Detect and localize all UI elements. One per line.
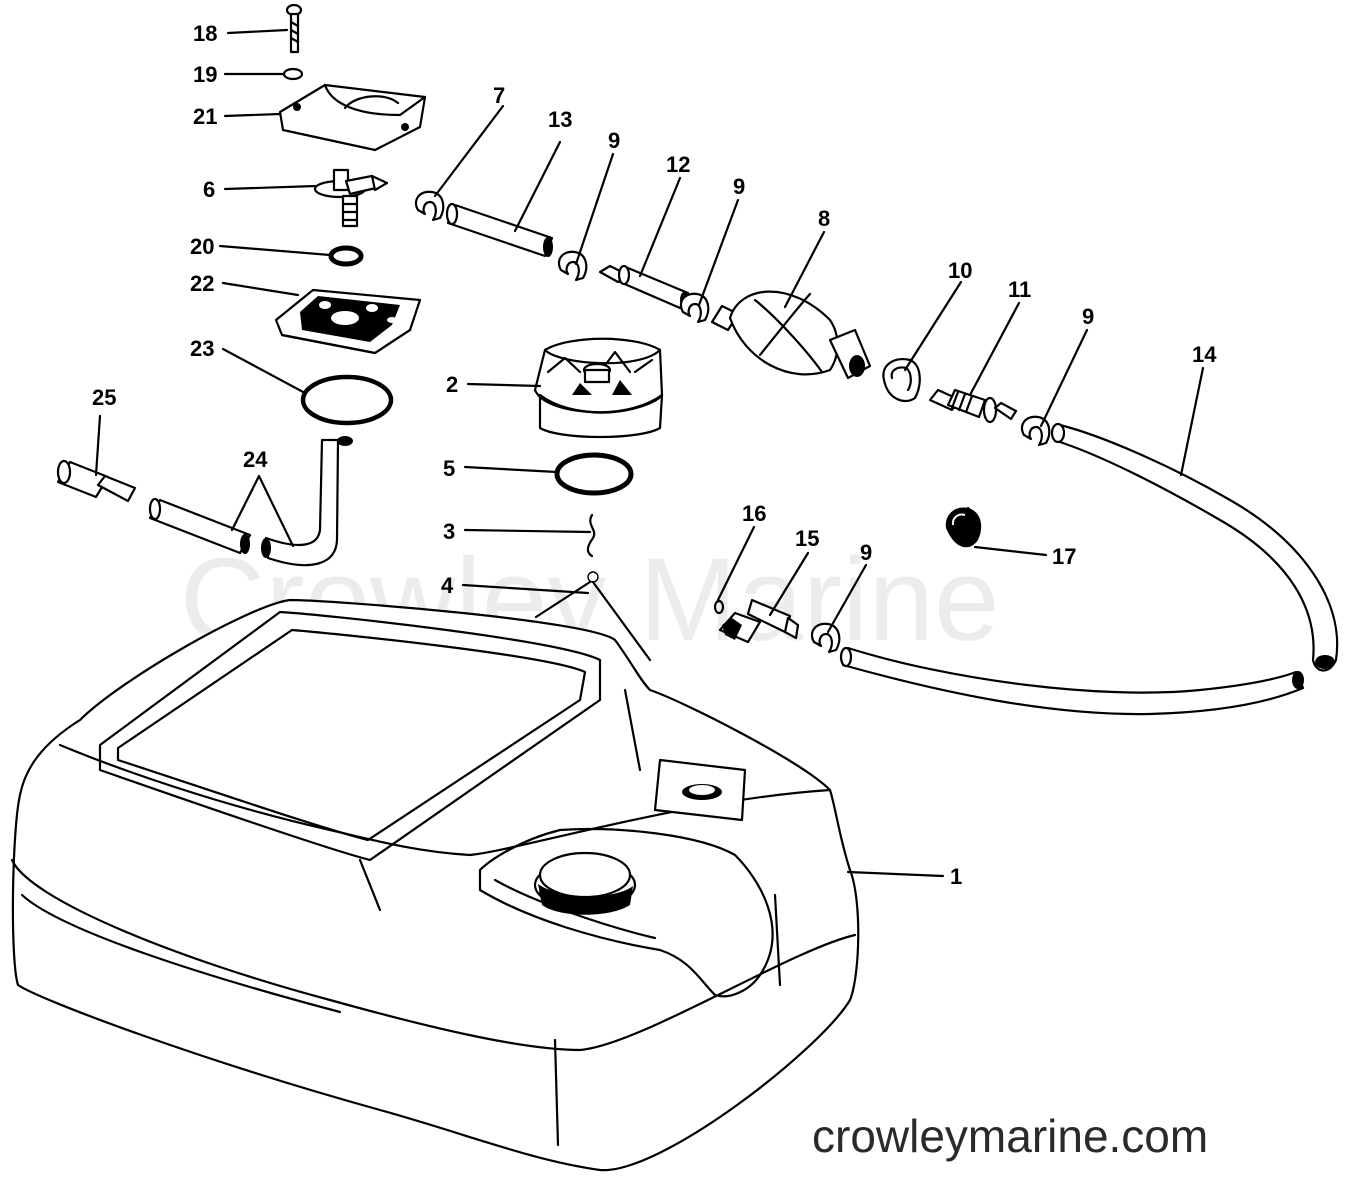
callout-4: 4 — [441, 573, 454, 598]
clamp-cover[interactable] — [278, 83, 427, 152]
callout-3: 3 — [443, 519, 455, 544]
fuel-tank[interactable] — [10, 598, 860, 1172]
callout-2: 2 — [446, 372, 458, 397]
callout-14: 14 — [1192, 342, 1217, 367]
callout-15: 15 — [795, 526, 819, 551]
screw[interactable] — [285, 3, 303, 54]
hose-clamp-7[interactable] — [414, 190, 445, 222]
callout-9a: 9 — [608, 128, 620, 153]
fuel-line-hose[interactable] — [839, 422, 1339, 716]
site-url-text: crowleymarine.com — [812, 1110, 1208, 1162]
leader-lines — [94, 28, 1205, 878]
hose-clamp-9b[interactable] — [679, 292, 710, 324]
o-ring-small[interactable] — [328, 245, 364, 267]
callout-12: 12 — [666, 152, 690, 177]
pickup-base-plate[interactable] — [274, 288, 422, 355]
callout-24: 24 — [243, 447, 268, 472]
callout-labels: 18 19 21 6 20 22 23 25 24 7 13 9 12 9 8 … — [92, 21, 1217, 889]
tank-connector[interactable] — [718, 598, 800, 644]
pickup-tube[interactable] — [148, 436, 353, 567]
fuel-hose-13[interactable] — [445, 202, 554, 258]
callout-6: 6 — [203, 177, 215, 202]
callout-19: 19 — [193, 62, 217, 87]
callout-8: 8 — [818, 206, 830, 231]
callout-17: 17 — [1052, 544, 1076, 569]
connector-12[interactable] — [598, 264, 690, 310]
hose-clamp-9a[interactable] — [557, 250, 588, 282]
hose-clip-17[interactable] — [945, 506, 982, 548]
hose-clamp-9c[interactable] — [1020, 415, 1051, 447]
pickup-filter[interactable] — [56, 459, 137, 503]
callout-7: 7 — [493, 83, 505, 108]
callout-9d: 9 — [860, 540, 872, 565]
callout-25: 25 — [92, 385, 116, 410]
callout-11: 11 — [1008, 277, 1031, 302]
o-ring-16[interactable] — [713, 599, 725, 615]
s-hook[interactable] — [586, 513, 596, 558]
callout-16: 16 — [742, 501, 766, 526]
callout-23: 23 — [190, 336, 214, 361]
gasket-ring[interactable] — [300, 374, 394, 426]
washer[interactable] — [282, 67, 304, 81]
callout-20: 20 — [190, 234, 214, 259]
fuel-fitting[interactable] — [313, 168, 389, 228]
callout-13: 13 — [548, 107, 572, 132]
primer-bulb[interactable] — [710, 290, 872, 380]
callout-18: 18 — [193, 21, 217, 46]
filler-cap[interactable] — [533, 337, 664, 439]
connector-11[interactable] — [928, 388, 1018, 424]
callout-9b: 9 — [733, 174, 745, 199]
hose-clamp-9d[interactable] — [810, 622, 841, 654]
tether[interactable] — [534, 571, 652, 662]
callout-5: 5 — [443, 456, 455, 481]
callout-22: 22 — [190, 271, 214, 296]
callout-10: 10 — [948, 258, 972, 283]
cap-gasket-ring[interactable] — [554, 452, 634, 496]
callout-21: 21 — [193, 104, 217, 129]
check-valve-ring[interactable] — [882, 357, 921, 403]
callout-1: 1 — [950, 864, 962, 889]
callout-9c: 9 — [1082, 304, 1094, 329]
